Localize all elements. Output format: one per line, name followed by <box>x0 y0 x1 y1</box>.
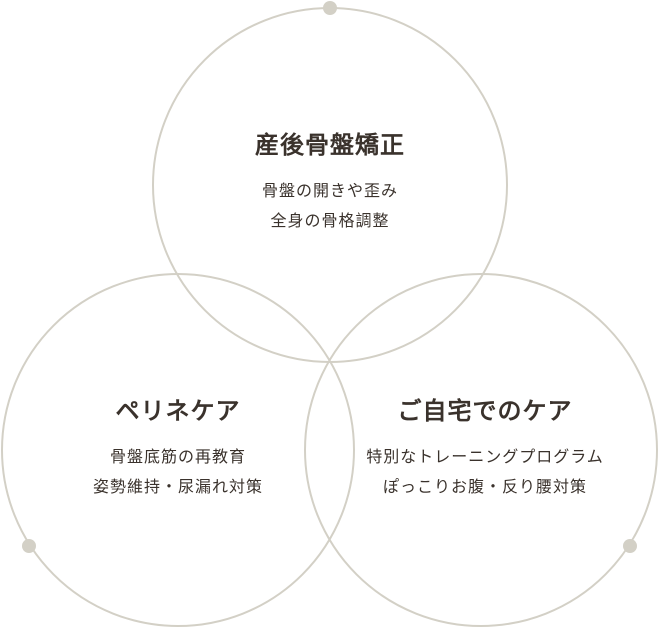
dot-top <box>323 1 337 15</box>
circle-bottom-left-title: ペリネケア <box>115 397 241 425</box>
circle-top-line-1: 骨盤の開きや歪み <box>261 181 398 200</box>
circle-bottom-right-line-2: ぽっこりお腹・反り腰対策 <box>382 477 587 496</box>
circle-top-label: 産後骨盤矯正 骨盤の開きや歪み 全身の骨格調整 <box>170 125 490 236</box>
circle-bottom-right-title: ご自宅でのケア <box>397 397 573 425</box>
circle-bottom-left-label: ペリネケア 骨盤底筋の再教育 姿勢維持・尿漏れ対策 <box>18 391 338 502</box>
circle-top-line-2: 全身の骨格調整 <box>270 211 390 230</box>
circle-bottom-right <box>304 273 658 627</box>
circle-bottom-right-label: ご自宅でのケア 特別なトレーニングプログラム ぽっこりお腹・反り腰対策 <box>325 391 645 502</box>
circle-bottom-right-line-1: 特別なトレーニングプログラム <box>366 447 604 466</box>
circle-bottom-left-line-2: 姿勢維持・尿漏れ対策 <box>92 477 263 496</box>
circle-top-title: 産後骨盤矯正 <box>255 131 405 159</box>
dot-right <box>623 539 637 553</box>
dot-left <box>22 539 36 553</box>
circle-bottom-left-line-1: 骨盤底筋の再教育 <box>109 447 246 466</box>
circle-bottom-left <box>1 273 355 627</box>
